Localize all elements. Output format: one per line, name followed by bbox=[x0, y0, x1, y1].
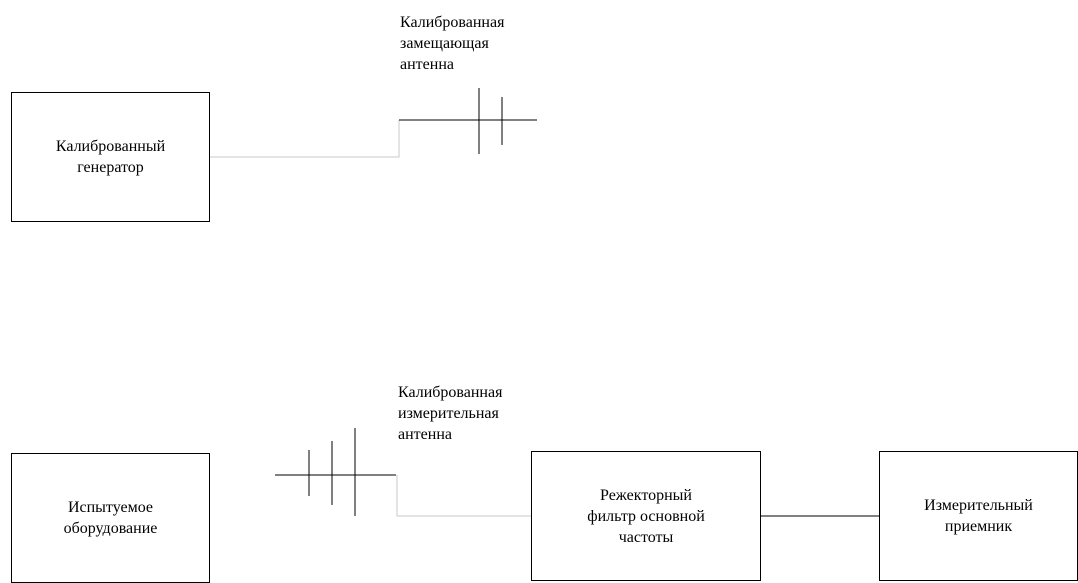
calibrated-generator-box: Калиброванный генератор bbox=[11, 92, 210, 222]
substitution-antenna-icon bbox=[399, 88, 537, 154]
notch-filter-box: Режекторный фильтр основной частоты bbox=[531, 451, 761, 581]
measuring-antenna-label: Калиброванная измерительная антенна bbox=[398, 384, 503, 443]
calibrated-generator-label: Калиброванный генератор bbox=[55, 138, 166, 176]
generator-antenna-cable bbox=[209, 120, 400, 158]
equipment-under-test-box: Испытуемое оборудование bbox=[11, 453, 210, 583]
substitution-antenna-label: Калиброванная замещающая антенна bbox=[400, 14, 505, 73]
equipment-under-test-label: Испытуемое оборудование bbox=[63, 499, 158, 537]
measuring-antenna-icon bbox=[275, 428, 396, 516]
notch-filter-label: Режекторный фильтр основной частоты bbox=[587, 486, 705, 546]
measuring-receiver-label: Измерительный приемник bbox=[924, 497, 1033, 535]
measuring-receiver-box: Измерительный приемник bbox=[879, 451, 1078, 581]
antenna-filter-cable bbox=[396, 475, 532, 517]
